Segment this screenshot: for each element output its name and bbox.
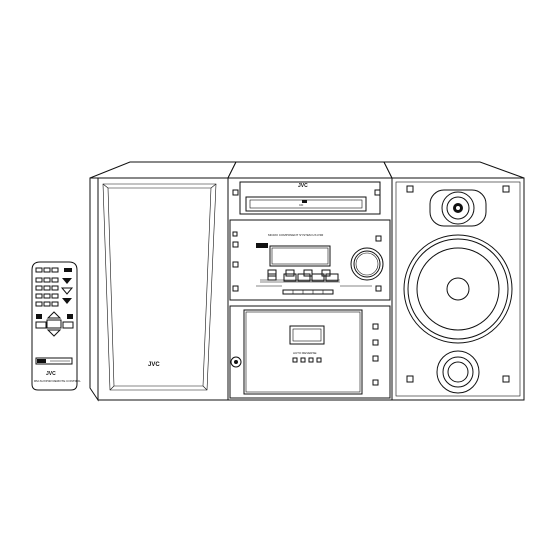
sound-button[interactable] <box>375 285 382 292</box>
cassette-door[interactable] <box>243 309 363 395</box>
woofer <box>403 234 513 344</box>
remote-control: JVC RM-SUXP4R REMOTE CONTROL <box>31 261 81 391</box>
remote-button[interactable] <box>51 267 59 273</box>
cassette-section: AUTO REVERSE <box>229 305 391 399</box>
remote-button[interactable] <box>51 293 59 299</box>
control-panel: MICRO COMPONENT SYSTEM UX-P4R <box>229 219 391 301</box>
ff-button[interactable] <box>311 273 325 282</box>
left-speaker: JVC <box>89 161 237 402</box>
remote-button[interactable] <box>62 321 74 329</box>
next-button[interactable] <box>325 273 339 282</box>
left-speaker-logo: JVC <box>148 362 160 368</box>
rec-button[interactable] <box>372 339 379 346</box>
svg-text:- - - - - - - - -: - - - - - - - - - <box>322 209 338 213</box>
tape-button-1[interactable] <box>292 357 298 363</box>
bass-port <box>436 350 480 394</box>
tape-eject-button[interactable] <box>372 323 379 330</box>
tape-stop-button[interactable] <box>372 379 379 386</box>
remote-up-button[interactable] <box>46 311 62 319</box>
remote-button[interactable] <box>43 285 51 291</box>
remote-button[interactable] <box>36 314 42 319</box>
cassette-label: AUTO REVERSE <box>293 351 316 355</box>
phones-jack <box>230 356 242 368</box>
tweeter <box>429 189 487 227</box>
transport-strip <box>282 289 334 295</box>
remote-button[interactable] <box>43 293 51 299</box>
fm-am-button[interactable] <box>232 261 239 268</box>
screw-icon <box>406 185 414 193</box>
fm-button[interactable] <box>303 269 313 277</box>
tape-play-button[interactable] <box>285 269 295 277</box>
remote-button[interactable] <box>67 314 73 319</box>
remote-number-grid <box>35 277 59 307</box>
cd-play-button[interactable] <box>267 269 277 277</box>
stop-button[interactable] <box>297 273 311 282</box>
cd-label: CD <box>299 203 304 207</box>
display-button[interactable] <box>232 241 239 248</box>
remote-button[interactable] <box>43 277 51 283</box>
remote-button[interactable] <box>35 267 43 273</box>
main-unit-logo: JVC <box>298 183 308 189</box>
volume-knob[interactable] <box>350 247 384 281</box>
rew-button[interactable] <box>283 273 297 282</box>
standby-indicator <box>232 231 238 237</box>
remote-button[interactable] <box>43 301 51 307</box>
cd-open-button[interactable] <box>374 189 381 196</box>
remote-button[interactable] <box>51 277 59 283</box>
screw-icon <box>502 185 510 193</box>
remote-button[interactable] <box>35 321 47 329</box>
cd-section: JVC CD - - - - - - - - - <box>232 181 381 215</box>
remote-nav-cluster <box>35 311 74 337</box>
remote-caption: RM-SUXP4R REMOTE CONTROL <box>34 379 81 383</box>
remote-button[interactable] <box>62 298 72 304</box>
remote-button[interactable] <box>35 277 43 283</box>
right-speaker <box>383 161 525 401</box>
xbass-logo <box>256 243 268 248</box>
screw-icon <box>406 375 414 383</box>
tape-button-4[interactable] <box>316 357 322 363</box>
remote-ok-button[interactable] <box>46 319 62 329</box>
model-text: MICRO COMPONENT SYSTEM UX-P4R <box>268 233 324 237</box>
prev-button[interactable] <box>267 273 277 281</box>
power-button[interactable] <box>232 189 239 196</box>
aux-button[interactable] <box>232 285 239 292</box>
remote-vol-up-button[interactable] <box>62 278 72 284</box>
remote-button[interactable] <box>51 301 59 307</box>
cassette-window <box>289 325 325 345</box>
display-window <box>269 245 331 267</box>
main-unit: JVC CD - - - - - - - - - MICRO COMPONENT… <box>227 161 393 401</box>
tape-button-2[interactable] <box>300 357 306 363</box>
remote-down-button[interactable] <box>46 329 62 337</box>
remote-button[interactable] <box>35 293 43 299</box>
screw-icon <box>502 375 510 383</box>
remote-button[interactable] <box>35 301 43 307</box>
remote-logo: JVC <box>46 371 56 377</box>
remote-button[interactable] <box>35 285 43 291</box>
remote-power-button[interactable] <box>64 268 72 272</box>
timer-button[interactable] <box>375 235 382 242</box>
remote-vol-down-button[interactable] <box>60 287 74 295</box>
remote-label-strip <box>35 357 73 365</box>
remote-button[interactable] <box>43 267 51 273</box>
tape-button-3[interactable] <box>308 357 314 363</box>
remote-button[interactable] <box>51 285 59 291</box>
reverse-button[interactable] <box>372 355 379 362</box>
